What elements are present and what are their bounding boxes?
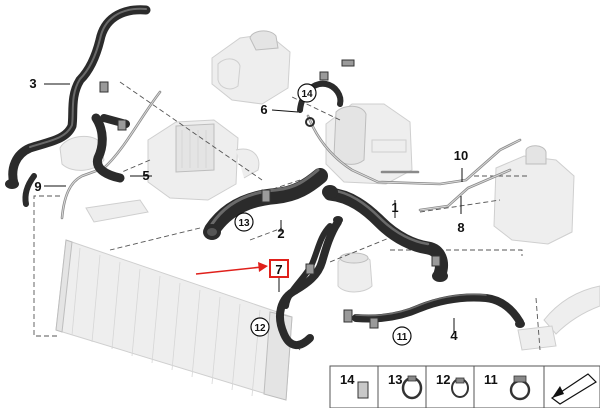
left-bracket-ghost	[85, 199, 149, 223]
callout-2[interactable]: 2	[277, 226, 284, 241]
pointer-arrow-line	[195, 266, 263, 275]
bottom-right-duct-ghost	[517, 285, 600, 351]
svg-text:11: 11	[484, 372, 498, 387]
svg-text:12: 12	[254, 323, 266, 334]
svg-text:11: 11	[397, 332, 408, 343]
callout-labels: 3 9 5 6 1 2 10 8 4	[29, 76, 468, 343]
mid-pump-ghost	[337, 252, 373, 293]
callout-11[interactable]: 11	[392, 326, 412, 346]
svg-text:12: 12	[436, 372, 450, 387]
svg-text:14: 14	[340, 372, 355, 387]
coolant-reservoir-ghost	[493, 145, 575, 245]
callout-4[interactable]: 4	[450, 328, 458, 343]
callout-5[interactable]: 5	[142, 168, 149, 183]
callout-14[interactable]: 14	[297, 83, 317, 103]
svg-text:13: 13	[238, 218, 250, 229]
svg-text:14: 14	[301, 89, 313, 100]
hose-4	[352, 293, 525, 328]
engine-block-ghost	[325, 103, 413, 185]
legend-item-11[interactable]: 11	[484, 372, 531, 401]
callout-12[interactable]: 12	[250, 317, 270, 337]
hose-13	[203, 168, 328, 240]
callout-8[interactable]: 8	[457, 220, 464, 235]
highlight-box	[269, 259, 289, 278]
leader-lines	[44, 83, 463, 332]
legend-item-12[interactable]: 12	[436, 372, 469, 398]
callout-3[interactable]: 3	[29, 76, 36, 91]
clamp-legend: 14 13 12 11	[329, 365, 600, 408]
callout-1[interactable]: 1	[391, 200, 398, 215]
hose-9	[22, 173, 37, 207]
callout-9[interactable]: 9	[34, 179, 41, 194]
callout-13[interactable]: 13	[234, 212, 254, 232]
callout-10[interactable]: 10	[454, 148, 468, 163]
pointer-arrowhead	[258, 262, 268, 272]
spring-clip-icon	[357, 381, 369, 399]
legend-item-13[interactable]: 13	[388, 372, 423, 400]
expansion-tank-ghost	[211, 30, 291, 105]
circled-callouts: 14 13 12 11	[234, 83, 412, 346]
callout-6[interactable]: 6	[260, 102, 267, 117]
next-page-icon[interactable]	[550, 373, 597, 405]
heater-block-ghost	[147, 119, 260, 201]
clamps	[99, 59, 441, 329]
svg-text:13: 13	[388, 372, 402, 387]
legend-item-14[interactable]: 14	[340, 372, 369, 399]
callout-7: 7	[275, 262, 282, 277]
hose-3	[5, 5, 151, 189]
highlight-part-7[interactable]: 7	[195, 259, 289, 278]
